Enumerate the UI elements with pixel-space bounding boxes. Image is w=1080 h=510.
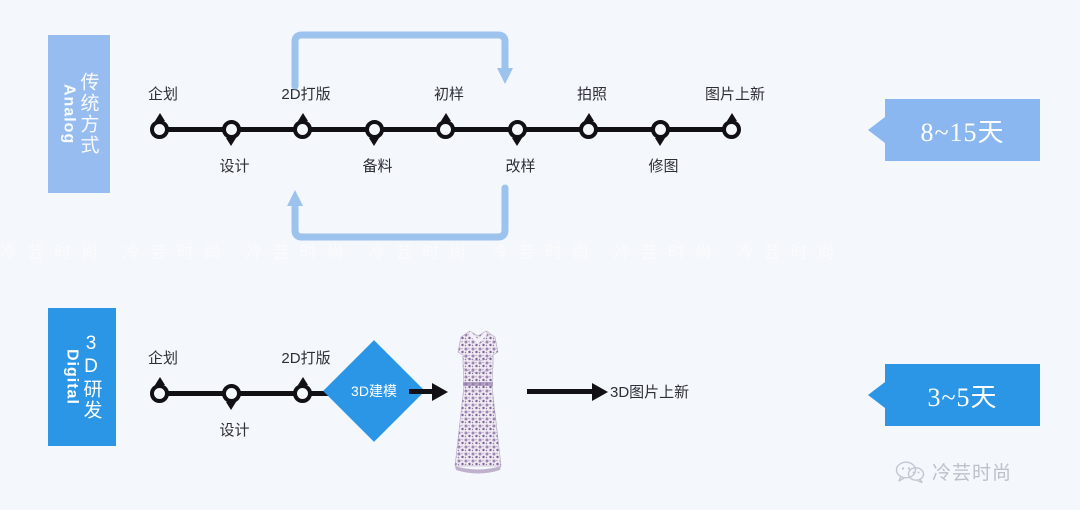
timeline-node[interactable]: 2D打版 [281, 86, 331, 139]
timeline-node[interactable]: 拍照 [577, 86, 607, 139]
callout-digital-text: 3~5天 [927, 382, 998, 412]
loop-arrow-analog-bottom [287, 184, 528, 248]
node-pin-icon [440, 113, 451, 121]
timeline-node-label: 改样 [505, 158, 536, 175]
arrow-garment-to-upload [527, 382, 608, 401]
timeline-node-label: 图片上新 [704, 86, 766, 103]
node-pin-icon [297, 113, 308, 121]
timeline-digital: 企划设计 2D打版 [148, 350, 390, 439]
brand-watermark: 冷芸时尚 [895, 458, 1012, 485]
node-pin-icon [226, 138, 236, 146]
diamond-3d-modeling-label: 3D建模 [351, 383, 397, 399]
side-label-analog-cjk: 传统方式 [77, 72, 99, 156]
node-pin-icon [512, 138, 522, 146]
wechat-bubble-icon [895, 460, 925, 483]
label-3d-image-upload: 3D图片上新 [610, 384, 690, 401]
timeline-node-label: 备料 [362, 158, 393, 175]
callout-analog-text: 8~15天 [920, 117, 1005, 147]
loop-arrow-analog-bottom-svg [287, 184, 509, 241]
brand-name: 冷芸时尚 [932, 463, 1013, 484]
side-label-digital-cjk: 3D研发 [80, 333, 102, 421]
timeline-node-label: 拍照 [576, 86, 608, 103]
node-pin-icon [583, 113, 594, 121]
node-pin-icon [154, 113, 165, 121]
timeline-node[interactable]: 图片上新 [705, 86, 765, 139]
timeline-analog: 企划设计 2D打版备料 初样改样 拍照修图 图片上新 [148, 86, 765, 175]
timeline-node[interactable]: 设计 [219, 384, 250, 439]
node-pin-icon [655, 138, 665, 146]
timeline-node[interactable]: 备料 [362, 120, 393, 175]
callout-digital-tail [868, 382, 885, 408]
timeline-digital-rail [159, 391, 359, 396]
side-label-analog-latin: Analog [60, 83, 78, 145]
timeline-node-label: 2D打版 [281, 86, 331, 103]
timeline-node[interactable]: 初样 [434, 86, 464, 139]
loop-arrow-analog-top-svg [291, 31, 513, 90]
loop-arrow-analog-top [288, 28, 528, 90]
arrow-modeling-to-garment [409, 382, 448, 401]
node-pin-icon [154, 377, 165, 385]
timeline-node-label: 初样 [433, 86, 465, 103]
node-pin-icon [297, 377, 308, 385]
node-pin-icon [369, 138, 379, 146]
timeline-node[interactable]: 企划 [148, 86, 178, 139]
timeline-node[interactable]: 2D打版 [281, 350, 331, 403]
garment-illustration [454, 330, 502, 474]
side-label-digital: Digital 3D研发 [48, 308, 116, 446]
side-label-digital-latin: Digital [63, 349, 81, 405]
callout-analog-duration: 8~15天 [868, 99, 1040, 161]
callout-digital-duration: 3~5天 [868, 364, 1040, 426]
timeline-node-label: 修图 [648, 158, 679, 175]
node-pin-icon [226, 402, 236, 410]
side-label-analog: Analog 传统方式 [48, 35, 110, 193]
timeline-node-label: 2D打版 [281, 350, 331, 367]
timeline-node-label: 设计 [219, 422, 250, 439]
timeline-node-label: 企划 [147, 350, 179, 367]
node-pin-icon [726, 113, 737, 121]
timeline-node[interactable]: 改样 [505, 120, 536, 175]
timeline-node[interactable]: 企划 [148, 350, 178, 403]
timeline-node-label: 企划 [147, 86, 179, 103]
timeline-node[interactable]: 修图 [648, 120, 679, 175]
watermark-band: 冷芸时尚 冷芸时尚 冷芸时尚 冷芸时尚 冷芸时尚 冷芸时尚 冷芸时尚 [0, 243, 845, 262]
timeline-node-label: 设计 [219, 158, 250, 175]
timeline-node[interactable]: 设计 [219, 120, 250, 175]
callout-analog-tail [868, 117, 885, 143]
